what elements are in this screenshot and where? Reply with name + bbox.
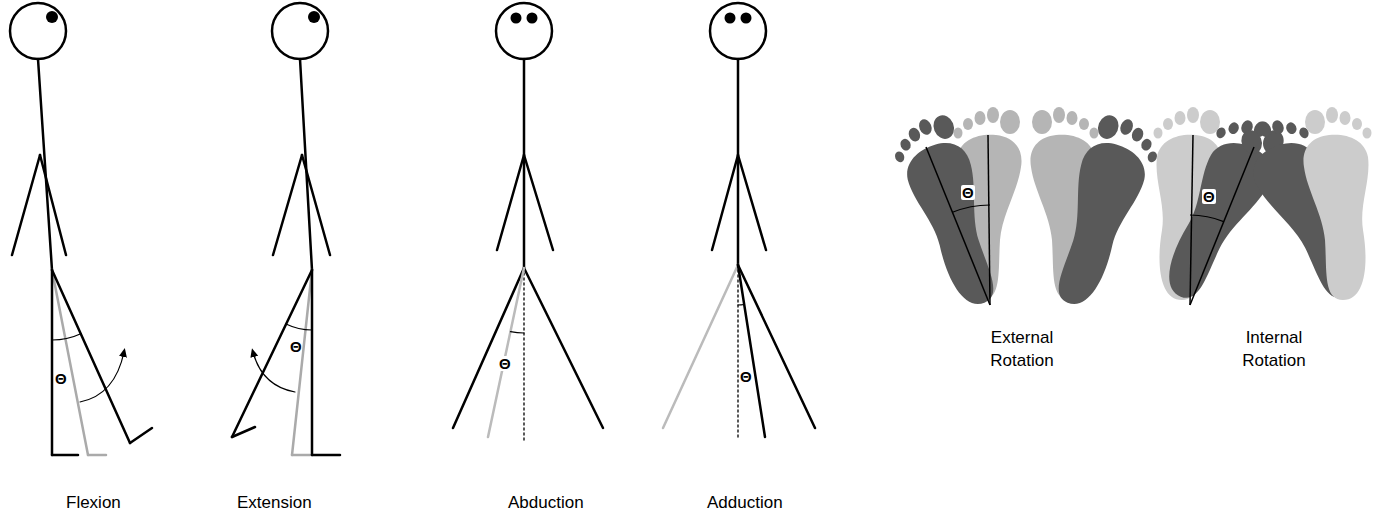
angle-symbol: Θ (1202, 189, 1216, 204)
abduction-figure (453, 3, 603, 440)
angle-symbol: Θ (290, 339, 302, 354)
motion-caption: Adduction (707, 491, 783, 514)
motion-caption: Flexion (66, 491, 121, 514)
angle-symbol: Θ (961, 185, 975, 200)
motion-caption: Extension (237, 491, 312, 514)
angle-symbol: Θ (55, 371, 67, 386)
motion-caption: Abduction (508, 491, 584, 514)
angle-symbol: Θ (740, 369, 752, 384)
adduction-figure (663, 3, 815, 440)
angle-symbol: Θ (498, 356, 512, 371)
motion-caption: External Rotation (976, 326, 1068, 372)
motion-caption: Internal Rotation (1228, 326, 1320, 372)
internal-rotation-feet (1154, 107, 1372, 311)
flexion-figure (10, 3, 152, 455)
external-rotation-feet (886, 107, 1167, 313)
extension-figure (232, 3, 340, 455)
